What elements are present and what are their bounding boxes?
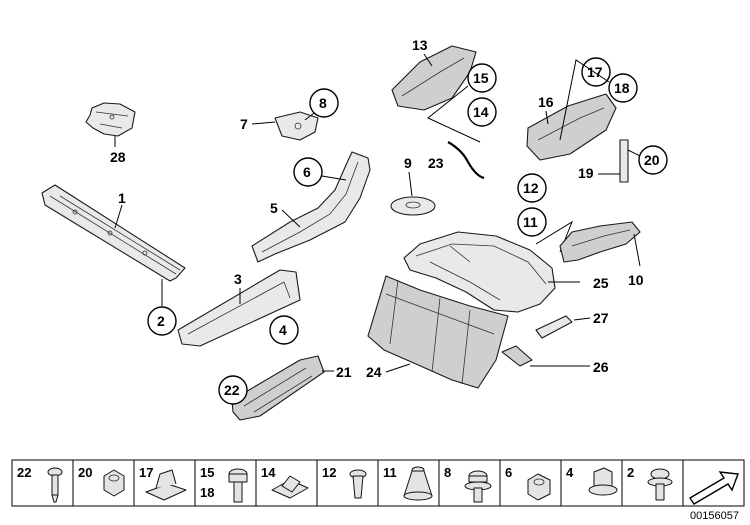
callout-16: 16 xyxy=(538,94,554,110)
hex-nut-icon xyxy=(527,473,551,501)
callout-12: 12 xyxy=(523,180,539,196)
legend-label: 20 xyxy=(78,465,92,480)
circle-callout-15 xyxy=(467,63,497,93)
legend-label: 11 xyxy=(383,465,397,480)
part-1-rail xyxy=(41,184,186,282)
callout-26: 26 xyxy=(593,359,609,375)
rivet-icon xyxy=(349,469,367,499)
circle-callout-22 xyxy=(218,375,248,405)
legend-label: 4 xyxy=(566,465,574,480)
callout-20: 20 xyxy=(644,152,660,168)
part-24-panel xyxy=(367,275,509,389)
callout-7: 7 xyxy=(240,116,248,132)
legend-label: 18 xyxy=(200,485,214,500)
legend-label: 6 xyxy=(505,465,512,480)
circle-callout-18 xyxy=(608,73,638,103)
legend-label: 2 xyxy=(627,465,634,480)
catalog-number: 00156057 xyxy=(690,510,739,522)
callout-10: 10 xyxy=(628,272,644,288)
callout-24: 24 xyxy=(366,364,382,380)
part-23-cable xyxy=(447,141,485,180)
callout-1: 1 xyxy=(118,190,126,206)
callout-11: 11 xyxy=(523,214,538,230)
callout-5: 5 xyxy=(270,200,278,216)
grommet-icon xyxy=(403,466,433,501)
part-28-bracket xyxy=(85,102,136,137)
callout-8: 8 xyxy=(319,95,327,111)
part-9-disc xyxy=(390,196,436,216)
circle-callout-17 xyxy=(581,57,611,87)
callout-28: 28 xyxy=(110,149,126,165)
callout-23: 23 xyxy=(428,155,444,171)
circle-callout-6 xyxy=(293,157,323,187)
callout-9: 9 xyxy=(404,155,412,171)
part-13-insulation xyxy=(391,45,477,111)
part-16-shield xyxy=(526,93,617,161)
part-10-trim xyxy=(559,221,641,263)
circle-callout-2 xyxy=(147,306,177,336)
flange-nut-icon xyxy=(588,467,618,496)
callout-21: 21 xyxy=(336,364,352,380)
legend-label: 15 xyxy=(200,465,214,480)
collar-screw-icon xyxy=(464,470,492,503)
legend-label: 8 xyxy=(444,465,451,480)
part-26-clip xyxy=(501,345,533,367)
part-19-bolt xyxy=(619,139,629,183)
callout-22: 22 xyxy=(224,382,240,398)
flange-bolt-icon xyxy=(647,468,673,501)
part-21-cover xyxy=(231,355,325,421)
callout-25: 25 xyxy=(593,275,609,291)
legend-cell xyxy=(316,459,379,507)
callout-4: 4 xyxy=(279,322,287,338)
legend-label: 14 xyxy=(261,465,276,480)
push-pin-icon xyxy=(47,467,63,503)
circle-callout-8 xyxy=(309,88,339,118)
circle-callout-12 xyxy=(517,173,547,203)
callout-27: 27 xyxy=(593,310,609,326)
legend-cell xyxy=(194,459,257,507)
legend-label: 17 xyxy=(139,465,153,480)
square-clip-icon xyxy=(271,475,309,499)
callout-13: 13 xyxy=(412,37,428,53)
callout-3: 3 xyxy=(234,271,242,287)
clip-nut-icon xyxy=(145,469,187,501)
nut-icon xyxy=(103,469,125,497)
bolt-icon xyxy=(228,468,248,503)
callout-6: 6 xyxy=(303,164,311,180)
callout-14: 14 xyxy=(473,104,489,120)
legend-label: 22 xyxy=(17,465,31,480)
circle-callout-14 xyxy=(467,97,497,127)
legend-label: 12 xyxy=(322,465,336,480)
callout-2: 2 xyxy=(157,313,165,329)
fastener-legend: 22 20 17 15 18 14 12 11 8 6 4 2 xyxy=(11,459,745,507)
circle-callout-11 xyxy=(517,207,547,237)
circle-callout-4 xyxy=(269,315,299,345)
part-27-strip xyxy=(535,315,573,339)
part-25-tub xyxy=(403,231,556,313)
circle-callout-20 xyxy=(638,145,668,175)
direction-arrow-icon xyxy=(689,471,739,505)
part-3-tray xyxy=(177,269,301,347)
part-7-plate xyxy=(274,111,319,141)
callout-19: 19 xyxy=(578,165,594,181)
callout-18: 18 xyxy=(614,80,630,96)
callout-15: 15 xyxy=(473,70,489,86)
